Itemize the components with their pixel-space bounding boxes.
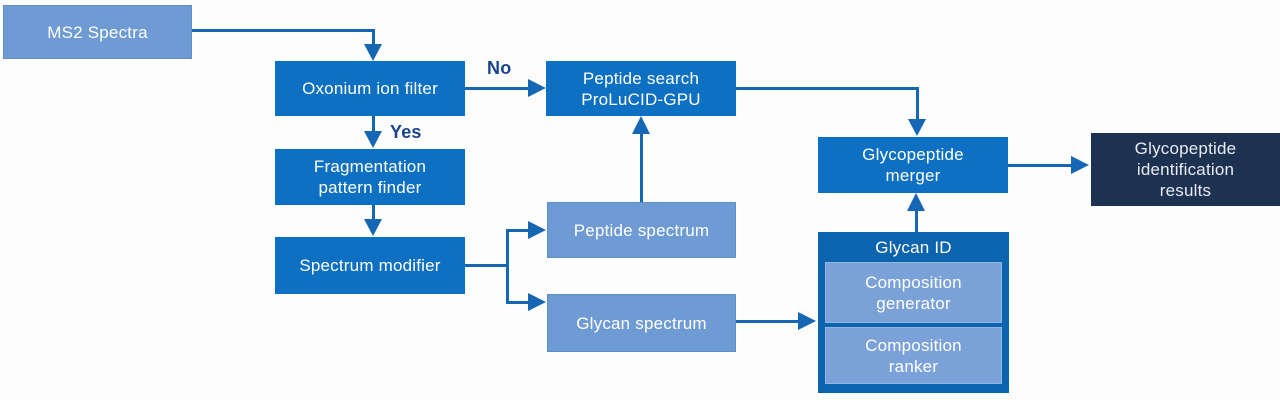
arrow-oxonium-to-fragmentation-head-icon: [364, 131, 382, 148]
arrow-peptide-spectrum-to-search-line: [640, 133, 643, 202]
node-label-line2: generator: [876, 293, 951, 313]
node-label-line1: Fragmentation: [313, 157, 427, 176]
node-label-line2: pattern finder: [318, 178, 422, 197]
node-label-line1: Composition: [865, 335, 962, 355]
node-label-line1: Glycopeptide: [862, 145, 964, 164]
node-fragmentation-pattern-finder: Fragmentation pattern finder: [275, 149, 465, 205]
node-label-line1: Composition: [865, 272, 962, 292]
node-label: Peptide spectrum: [573, 220, 710, 240]
arrow-ms2-to-oxonium-head-icon: [364, 44, 382, 61]
arrow-oxonium-to-fragmentation-line: [372, 116, 375, 132]
arrow-glycan-id-to-merger-head-icon: [907, 193, 925, 211]
node-label: Oxonium ion filter: [302, 79, 438, 98]
arrow-search-to-merger-vline: [916, 87, 919, 120]
node-composition-generator: Composition generator: [825, 262, 1002, 323]
node-glycan-spectrum: Glycan spectrum: [547, 294, 736, 352]
arrow-split-to-glycan-spectrum-line: [509, 301, 529, 304]
node-label-line2: ProLuCID-GPU: [581, 89, 701, 109]
node-glycopeptide-identification-results: Glycopeptide identification results: [1091, 133, 1280, 206]
node-peptide-spectrum: Peptide spectrum: [547, 202, 736, 258]
node-label-line2: identification: [1136, 160, 1235, 179]
node-spectrum-modifier: Spectrum modifier: [275, 237, 465, 294]
node-label: Glycan spectrum: [576, 313, 707, 333]
arrow-search-to-merger-head-icon: [908, 119, 926, 136]
node-label-line1: Glycopeptide: [1134, 139, 1237, 158]
arrow-ms2-to-oxonium-vline: [372, 29, 375, 45]
arrow-merger-to-results-head-icon: [1071, 156, 1089, 174]
arrow-fragmentation-to-modifier-line: [372, 205, 375, 221]
arrow-peptide-spectrum-to-search-head-icon: [632, 116, 650, 134]
node-glycopeptide-merger: Glycopeptide merger: [818, 137, 1008, 193]
node-label-line1: Peptide search: [582, 68, 700, 88]
glycan-id-header: Glycan ID: [875, 237, 952, 257]
arrow-search-to-merger-hline: [736, 87, 919, 90]
arrow-oxonium-to-peptide-search-line: [465, 87, 529, 90]
branch-label-no: No: [487, 58, 512, 78]
node-ms2-spectra: MS2 Spectra: [3, 5, 192, 59]
node-peptide-search-prolucid-gpu: Peptide search ProLuCID-GPU: [546, 61, 736, 116]
arrow-merger-to-results-line: [1008, 164, 1072, 167]
node-oxonium-ion-filter: Oxonium ion filter: [275, 61, 465, 116]
arrow-split-to-peptide-spectrum-line: [509, 229, 529, 232]
node-composition-ranker: Composition ranker: [825, 327, 1002, 384]
node-label-line3: results: [1159, 181, 1212, 200]
arrow-glycan-id-to-merger-line: [915, 210, 918, 232]
arrow-split-to-glycan-spectrum-head-icon: [528, 293, 546, 311]
arrow-ms2-to-oxonium-hline: [192, 29, 375, 32]
arrow-modifier-split-hline: [465, 264, 509, 267]
arrow-modifier-split-vline: [506, 229, 509, 304]
node-label: Spectrum modifier: [299, 256, 441, 275]
arrow-split-to-peptide-spectrum-head-icon: [528, 221, 546, 239]
arrow-oxonium-to-peptide-search-head-icon: [528, 79, 546, 97]
arrow-fragmentation-to-modifier-head-icon: [364, 219, 382, 236]
node-label-line2: ranker: [888, 356, 939, 376]
arrow-glycan-spectrum-to-glycan-id-line: [736, 320, 799, 323]
arrow-glycan-spectrum-to-glycan-id-head-icon: [798, 312, 816, 330]
branch-label-yes: Yes: [390, 122, 422, 142]
node-label-line2: merger: [885, 166, 941, 185]
node-label: MS2 Spectra: [47, 22, 148, 42]
